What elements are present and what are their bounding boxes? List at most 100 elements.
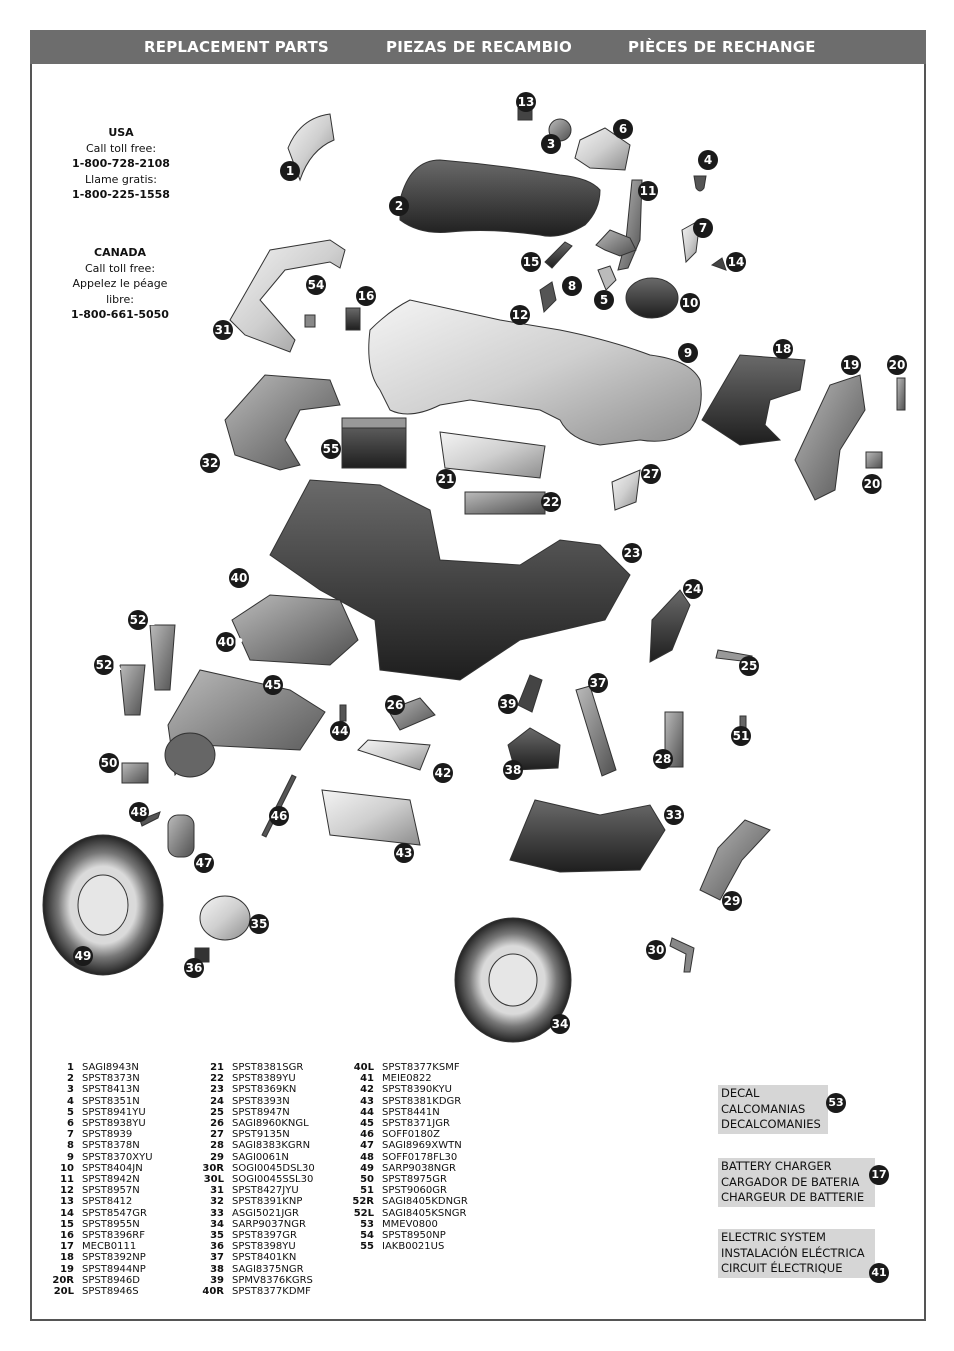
callout-18: 18 [773,339,793,359]
parts-list-row: 14 SPST8547GR [40,1208,188,1219]
callout-36: 36 [184,958,204,978]
motor-mount-part [439,431,546,479]
rear-axle-assembly-part [509,799,666,873]
pedal-part [517,674,543,713]
part-number: 21 [210,1062,224,1073]
callout-circle [194,853,214,873]
callout-number: 27 [643,467,660,481]
part-number: 18 [60,1252,74,1264]
part-number: 11 [60,1174,74,1186]
callout-circle [280,161,300,181]
callout-number: 12 [512,308,529,322]
part-number: 16 [60,1230,74,1242]
part-code: SPST8957N [82,1185,140,1197]
part-number: 20L [53,1286,74,1298]
electric-line-en: ELECTRIC SYSTEM [721,1230,826,1244]
callout-circle [216,632,236,652]
callout-number: 33 [666,808,683,822]
part-code: SPST8381SGR [232,1062,304,1073]
callout-circle [394,843,414,863]
part-number: 14 [60,1207,74,1219]
callout-circle [516,92,536,112]
callout-35: 35 [249,914,269,934]
shock-left-part [149,624,176,691]
callout-circle [726,252,746,272]
charger-group: BATTERY CHARGER CARGADOR DE BATERIA CHAR… [718,1158,875,1207]
part-code: SAGI0061N [232,1151,289,1163]
parts-list-row: 21 SPST8381SGR [190,1062,338,1073]
part-code: SPST8377KDMF [232,1286,311,1298]
callout-54: 54 [306,275,326,295]
callout-number: 34 [552,1017,569,1031]
part-code: MECB0111 [82,1241,137,1253]
callout-number: 38 [505,763,522,777]
callout-number: 35 [251,917,268,931]
callout-number: 14 [728,255,745,269]
part-code: SARP9037NGR [232,1218,306,1230]
callout-circle [73,946,93,966]
part-code: SPST8547GR [82,1207,147,1219]
callout-suffix: R [234,636,243,650]
callout-number: 48 [131,805,148,819]
part-code: SPST8377KSMF [382,1062,460,1073]
part-code: SPST8975GR [382,1174,447,1186]
battery-top-part [341,417,407,429]
part-number: 32 [210,1196,224,1208]
callout-circle [693,218,713,238]
callout-50: 50 [99,753,119,773]
callout-number: 11 [640,184,657,198]
callout-55: 55 [321,439,341,459]
callout-3: 3 [541,134,561,154]
part-number: 8 [67,1140,74,1152]
callout-circle [613,119,633,139]
callout-number: 40 [218,635,235,649]
callout-number: 13 [518,95,535,109]
decal-group: DECAL CALCOMANIAS DECALCOMANIES [718,1085,828,1134]
callout-10: 10 [680,293,700,313]
part-code: SOGI0045SSL30 [232,1174,314,1186]
callout-circle [641,464,661,484]
callout-number: 43 [396,846,413,860]
callout-circle [541,134,561,154]
part-code: SAGI8960KNGL [232,1118,309,1130]
shock-right-part [119,664,146,716]
canada-phone1: 1-800-661-5050 [71,308,169,321]
usa-country: USA [108,126,134,139]
callout-2: 2 [389,196,409,216]
part-number: 44 [360,1106,374,1118]
switch-plate-part [544,241,573,269]
charger-line-es: CARGADOR DE BATERIA [721,1174,860,1189]
part-number: 6 [67,1118,74,1130]
callout-37: 37 [588,673,608,693]
charger-callout: 17 [869,1165,889,1185]
part-code: SPST8946S [82,1286,139,1298]
callout-circle [249,914,269,934]
callout-circle [887,355,907,375]
usa-contact: USA Call toll free: 1-800-728-2108 Llame… [56,125,186,203]
callout-circle [680,293,700,313]
callout-circle [550,1014,570,1034]
part-code: SAGI8375NGR [232,1263,304,1275]
connector-part [345,307,361,331]
callout-34: 34 [550,1014,570,1034]
canada-line3: libre: [106,292,134,306]
part-code: SPST8398YU [232,1241,296,1253]
part-number: 42 [360,1084,374,1096]
part-code: SPST8955N [82,1218,140,1230]
